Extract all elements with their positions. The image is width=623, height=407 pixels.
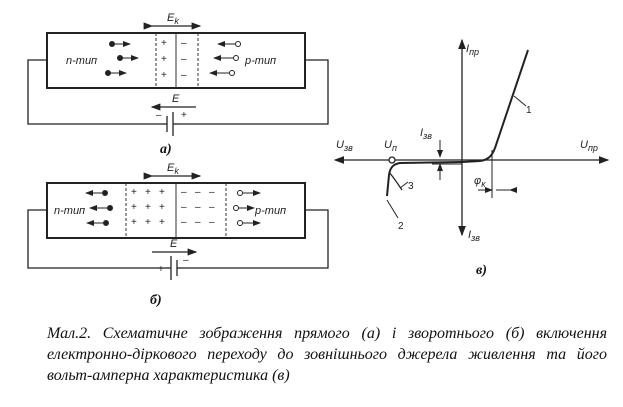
battery-minus-b: – <box>183 255 189 266</box>
svg-text:–: – <box>181 70 187 81</box>
svg-text:–: – <box>209 187 215 198</box>
holes-a <box>209 41 241 76</box>
svg-text:–: – <box>181 202 187 213</box>
svg-text:+: + <box>159 187 165 198</box>
holes-b <box>233 190 261 226</box>
curve-1-forward <box>461 49 529 163</box>
iv-characteristic: Iпр Uпр Uзв Uп Iзв Iзв φк 1 3 2 в) <box>333 38 610 278</box>
svg-text:–: – <box>195 202 201 213</box>
svg-text:–: – <box>209 202 215 213</box>
charges-a: + + + – – – <box>161 38 187 81</box>
n-type-label-b: n-тип <box>54 205 85 217</box>
circuit-wire-b <box>27 209 329 269</box>
ek-label-b: Ek <box>167 162 179 176</box>
svg-text:–: – <box>195 187 201 198</box>
electrons-a <box>105 41 139 76</box>
svg-text:–: – <box>181 187 187 198</box>
svg-text:–: – <box>209 217 215 228</box>
svg-text:–: – <box>181 38 187 49</box>
phi-k-label: φк <box>474 175 486 189</box>
curve-1-label: 1 <box>526 105 532 116</box>
breakdown-point <box>388 156 396 164</box>
electrons-b <box>85 190 113 226</box>
curve-3-label: 3 <box>408 181 414 192</box>
svg-text:–: – <box>181 217 187 228</box>
svg-text:+: + <box>131 187 137 198</box>
subfig-b-letter: б) <box>150 293 162 308</box>
i-pr-label: Iпр <box>466 43 479 57</box>
curve-reverse <box>386 161 463 197</box>
svg-text:+: + <box>159 202 165 213</box>
battery-plus-b: + <box>158 264 164 275</box>
subfig-v-letter: в) <box>476 263 487 278</box>
diagram-reverse-bias: Ek +++ +++ +++ ––– ––– ––– n-тип p-тип +… <box>27 162 329 308</box>
svg-text:–: – <box>181 54 187 65</box>
p-type-label-b: p-тип <box>254 205 286 217</box>
p-type-label-a: p-тип <box>244 55 276 67</box>
svg-text:+: + <box>161 38 167 49</box>
battery-plus-a: + <box>181 110 187 121</box>
u-p-label: Uп <box>384 139 397 153</box>
curve-2-label: 2 <box>398 221 404 232</box>
charges-b: +++ +++ +++ ––– ––– ––– <box>131 187 215 228</box>
svg-text:+: + <box>131 217 137 228</box>
curve-3-thermal <box>388 171 403 191</box>
circuit-wire-a <box>27 59 329 125</box>
e-label-a: E <box>172 93 180 105</box>
figure-caption: Мал.2. Схематичне зображення прямого (а)… <box>47 325 607 384</box>
svg-text:+: + <box>145 202 151 213</box>
battery-minus-a: – <box>156 110 162 121</box>
n-type-label-a: n-тип <box>66 55 97 67</box>
i-zv-top-label: Iзв <box>420 127 432 141</box>
svg-text:+: + <box>161 54 167 65</box>
svg-text:–: – <box>195 217 201 228</box>
subfig-a-letter: а) <box>160 142 172 157</box>
svg-text:+: + <box>145 187 151 198</box>
i-zv-bottom-label: Iзв <box>468 229 480 243</box>
e-label-b: E <box>170 238 178 250</box>
u-pr-label: Uпр <box>580 139 598 153</box>
svg-text:+: + <box>161 70 167 81</box>
u-zv-label: Uзв <box>336 139 353 153</box>
diagram-forward-bias: Ek + + + – – – n-тип p-тип – + E а) <box>27 12 329 157</box>
ek-label-a: Ek <box>167 12 179 26</box>
svg-text:+: + <box>145 217 151 228</box>
svg-text:+: + <box>159 217 165 228</box>
svg-text:+: + <box>131 202 137 213</box>
